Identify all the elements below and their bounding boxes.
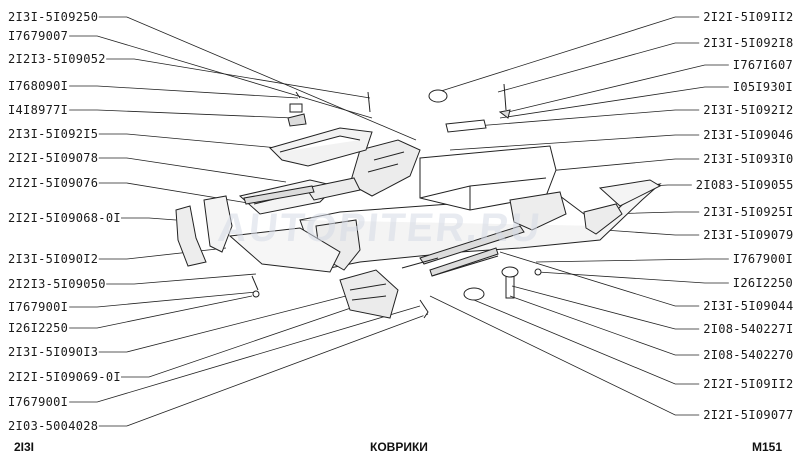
- leader-line: [499, 86, 729, 119]
- part-number-label: 2I3I-5I092I2: [703, 103, 794, 117]
- leader-line: [98, 133, 301, 151]
- part-number-label: I768090I: [8, 79, 69, 93]
- part-number-label: 2I3I-5I092I8: [703, 36, 794, 50]
- part-number-label: 2I2I-5I09II2: [703, 10, 794, 24]
- part-number-label: 2I3I-5I090I2: [8, 252, 99, 266]
- leader-line: [449, 134, 700, 151]
- part-number-label: 2I2I-5I09068-0I: [8, 211, 121, 225]
- leader-line: [98, 295, 347, 353]
- footer-title: КОВРИКИ: [370, 440, 428, 454]
- part-number-label: 2I3I-5I093I0: [703, 152, 794, 166]
- leader-line: [497, 42, 700, 93]
- part-number-label: I767900I: [732, 252, 793, 266]
- part-number-label: 2I2I-5I09078: [8, 151, 99, 165]
- leader-lines: [69, 16, 729, 427]
- part-number-label: 2I3I-5I0925I: [703, 205, 794, 219]
- part-number-label: I767I607: [732, 58, 793, 72]
- part-number-label: I767900I: [8, 300, 69, 314]
- part-number-label: 2I2I3-5I09050: [8, 277, 106, 291]
- leader-line: [537, 271, 729, 284]
- leader-line: [437, 16, 700, 93]
- leader-line: [121, 217, 177, 221]
- leader-line: [511, 285, 700, 330]
- part-number-label: 2I3I-5I09079: [703, 228, 794, 242]
- leader-line: [475, 109, 700, 127]
- part-number-label: 2I3I-5I09046: [703, 128, 794, 142]
- leader-line: [69, 85, 299, 99]
- part-number-label: I7679007: [8, 29, 69, 43]
- part-number-label: 2I2I-5I09077: [703, 408, 794, 422]
- watermark-text: AUTOPITER.RU: [215, 206, 544, 250]
- footer-model: 2I3I: [14, 440, 35, 454]
- leader-line: [509, 295, 700, 356]
- leader-line: [121, 297, 381, 378]
- leader-line: [98, 182, 255, 205]
- part-number-label: 2I2I-5I09076: [8, 176, 99, 190]
- leader-line: [98, 157, 287, 183]
- part-number-label: I767900I: [8, 395, 69, 409]
- leader-line: [69, 305, 421, 403]
- part-number-label: 2I2I3-5I09052: [8, 52, 106, 66]
- part-number-label: 2I3I-5I090I3: [8, 345, 99, 359]
- leader-line: [473, 299, 700, 385]
- leader-line: [69, 295, 253, 329]
- leader-line: [429, 295, 700, 416]
- part-number-label: I05I930I: [732, 80, 793, 94]
- part-number-label: 2I08-5402270: [703, 348, 794, 362]
- part-number-label: 2I3I-5I092I5: [8, 127, 99, 141]
- part-number-label: I26I2250: [732, 276, 793, 290]
- part-number-label: 2I2I-5I09069-0I: [8, 370, 121, 384]
- leader-line: [69, 109, 295, 119]
- leader-line: [535, 258, 729, 263]
- leader-line: [605, 211, 700, 215]
- part-number-label: 2I083-5I09055: [695, 178, 794, 192]
- part-number-label: 2I3I-5I09250: [8, 10, 99, 24]
- leader-line: [106, 58, 371, 99]
- part-number-label: I4I8977I: [8, 103, 69, 117]
- part-number-label: 2I03-5004028: [8, 419, 99, 433]
- part-number-label: 2I3I-5I09044: [703, 299, 794, 313]
- leader-line: [98, 313, 429, 427]
- leader-line: [69, 35, 373, 119]
- part-number-label: I26I2250: [8, 321, 69, 335]
- leader-line: [69, 291, 257, 308]
- footer-page: M151: [752, 440, 783, 454]
- leader-line: [507, 64, 729, 113]
- part-number-label: 2I08-540227I: [703, 322, 794, 336]
- leader-line: [106, 273, 257, 285]
- leader-line: [98, 16, 417, 141]
- floor-mats-drawing: [175, 83, 662, 319]
- part-number-label: 2I2I-5I09II2: [703, 377, 794, 391]
- leader-line: [499, 251, 700, 307]
- leader-line: [98, 247, 227, 260]
